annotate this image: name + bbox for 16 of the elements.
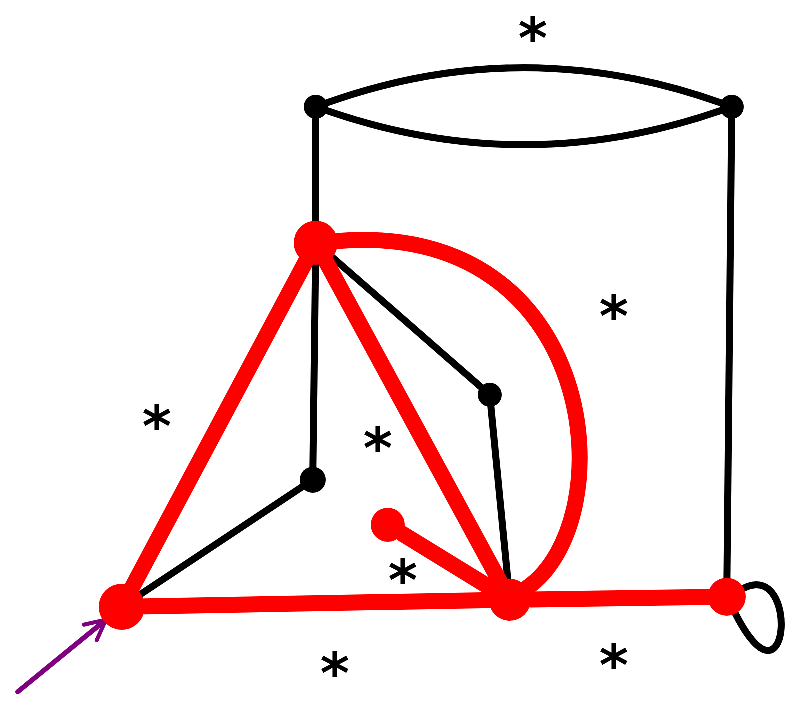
face-asterisk: *: [518, 12, 548, 68]
face-asterisk: *: [599, 639, 629, 696]
graph-edge: [138, 484, 306, 598]
graph-edge: [324, 64, 724, 106]
vertex-dot: [300, 467, 326, 493]
face-asterisk: *: [142, 400, 172, 456]
face-asterisk: *: [320, 647, 350, 701]
face-asterisk: *: [388, 554, 418, 610]
vertex-dot: [371, 508, 405, 542]
graph-edge: [732, 581, 785, 654]
vertex-dot: [708, 578, 746, 616]
vertex-dot: [478, 383, 502, 407]
pointer-arrow: [16, 618, 108, 694]
face-asterisk: *: [363, 422, 393, 478]
graph-edge: [324, 107, 724, 148]
face-asterisk: *: [599, 290, 629, 346]
